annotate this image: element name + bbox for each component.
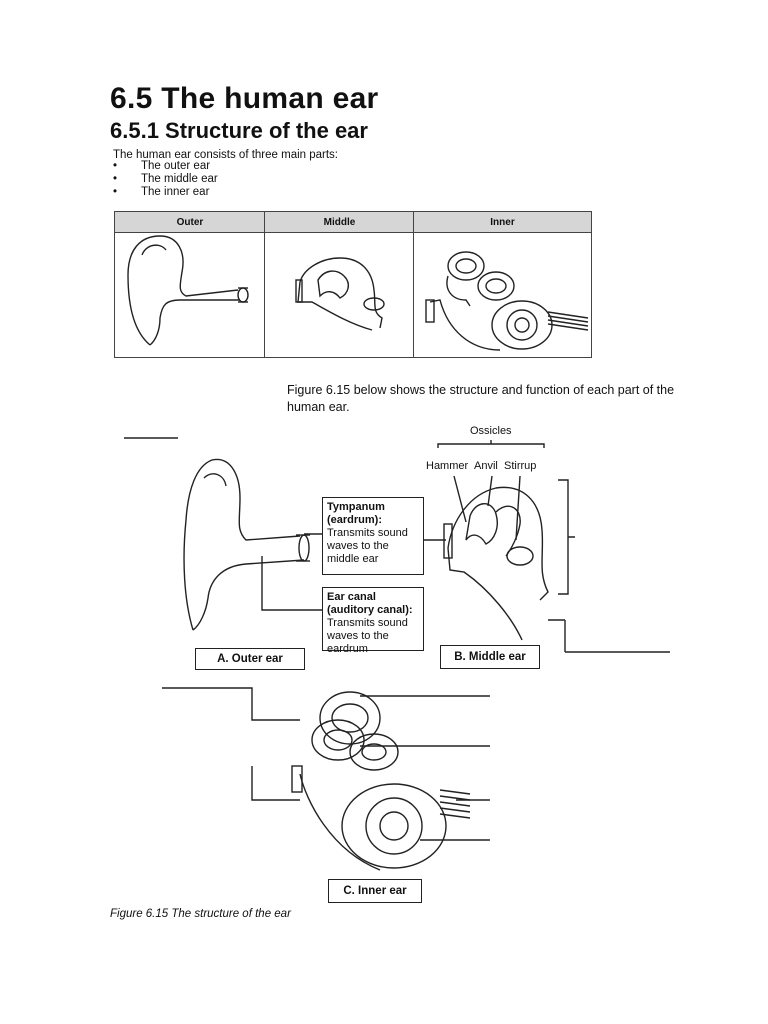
hammer-label: Hammer (426, 460, 469, 472)
anvil-label: Anvil (474, 460, 498, 472)
section-subtitle: 6.5.1 Structure of the ear (110, 118, 368, 143)
ear-canal-title: Ear canal (auditory canal): (327, 591, 413, 616)
list-item: The inner ear (113, 186, 218, 199)
table-divider (413, 212, 414, 357)
table-header-inner: Inner (414, 212, 591, 233)
outer-ear-label: A. Outer ear (195, 648, 305, 670)
inner-ear-label: C. Inner ear (328, 879, 422, 903)
list-item: The outer ear (113, 160, 218, 173)
ossicles-bracket (437, 440, 545, 448)
table-header-middle: Middle (265, 212, 414, 233)
table-header-outer: Outer (115, 212, 265, 233)
inner-ear-drawing-large (291, 691, 471, 871)
middle-ear-drawing-small (295, 257, 385, 331)
parts-list: The outer ear The middle ear The inner e… (113, 160, 218, 199)
intro-text: The human ear consists of three main par… (113, 149, 338, 161)
inner-ear-blank-line (251, 766, 300, 801)
middle-ear-label: B. Middle ear (440, 645, 540, 669)
figure-description: Figure 6.15 below shows the structure an… (287, 383, 675, 414)
tympanum-title: Tympanum (eardrum): (327, 501, 385, 526)
ossicles-label: Ossicles (470, 425, 512, 437)
outer-ear-drawing-small (127, 235, 249, 346)
section-title: 6.5 The human ear (110, 82, 379, 115)
middle-ear-blank-bracket (558, 479, 575, 595)
middle-ear-drawing-large (443, 475, 549, 641)
table-divider (264, 212, 265, 357)
list-item: The middle ear (113, 173, 218, 186)
ear-canal-box: Ear canal (auditory canal): Transmits so… (322, 587, 424, 655)
figure-caption: Figure 6.15 The structure of the ear (110, 908, 291, 920)
inner-ear-blank-line (162, 687, 300, 721)
canal-connector (261, 556, 322, 611)
stirrup-label: Stirrup (504, 460, 537, 472)
inner-ear-drawing-small (425, 251, 589, 351)
ear-canal-text: Transmits sound waves to the eardrum (327, 617, 408, 655)
tympanum-box: Tympanum (eardrum): Transmits sound wave… (322, 497, 424, 575)
ear-parts-table: Outer Middle Inner (114, 211, 592, 358)
tympanum-text: Transmits sound waves to the middle ear (327, 527, 408, 565)
outer-ear-drawing-large (183, 458, 310, 631)
